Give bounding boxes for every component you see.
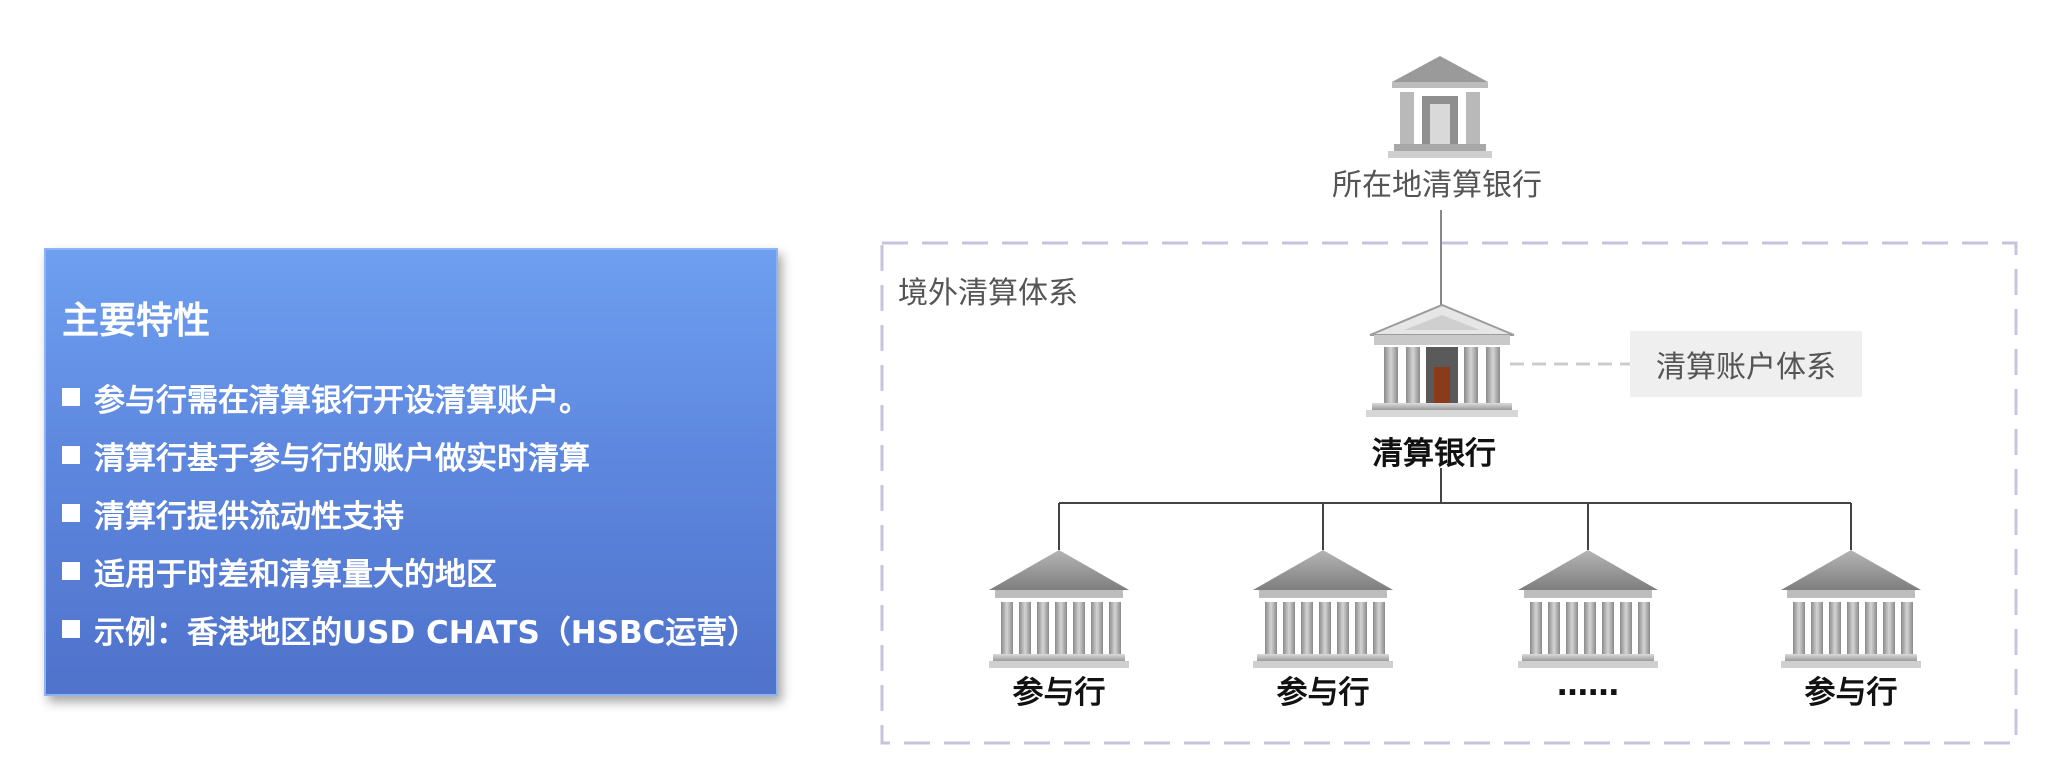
participant-bank-icon bbox=[1781, 550, 1921, 668]
offshore-clearing-system-label: 境外清算体系 bbox=[898, 276, 1078, 311]
square-bullet-icon bbox=[62, 388, 80, 406]
participant-bank-icon bbox=[989, 550, 1129, 668]
local-bank-icon bbox=[1388, 56, 1492, 158]
local-clearing-bank-label: 所在地清算银行 bbox=[1332, 168, 1542, 203]
feature-item: 适用于时差和清算量大的地区 bbox=[62, 542, 758, 600]
participant-label: 参与行 bbox=[1276, 675, 1370, 711]
features-panel: 主要特性 参与行需在清算银行开设清算账户。 清算行基于参与行的账户做实时清算 清… bbox=[44, 248, 778, 696]
square-bullet-icon bbox=[62, 620, 80, 638]
feature-text: 示例：香港地区的USD CHATS（HSBC运营） bbox=[94, 614, 759, 651]
square-bullet-icon bbox=[62, 446, 80, 464]
participant-ellipsis-label: …… bbox=[1557, 667, 1619, 703]
feature-text: 适用于时差和清算量大的地区 bbox=[94, 556, 497, 593]
clearing-bank-label: 清算银行 bbox=[1372, 436, 1496, 472]
feature-item: 参与行需在清算银行开设清算账户。 bbox=[62, 368, 758, 426]
square-bullet-icon bbox=[62, 562, 80, 580]
participant-label: 参与行 bbox=[1804, 675, 1898, 711]
participant-bank-icon bbox=[1253, 550, 1393, 668]
region-border bbox=[880, 241, 2018, 745]
clearing-account-system-box: 清算账户体系 bbox=[1630, 331, 1862, 397]
feature-item: 清算行基于参与行的账户做实时清算 bbox=[62, 426, 758, 484]
feature-list: 参与行需在清算银行开设清算账户。 清算行基于参与行的账户做实时清算 清算行提供流… bbox=[62, 368, 758, 658]
feature-text: 参与行需在清算银行开设清算账户。 bbox=[94, 382, 590, 419]
feature-text: 清算行基于参与行的账户做实时清算 bbox=[94, 440, 590, 477]
participant-bank-icon bbox=[1518, 550, 1658, 668]
feature-item: 清算行提供流动性支持 bbox=[62, 484, 758, 542]
panel-title: 主要特性 bbox=[62, 299, 210, 342]
participant-label: 参与行 bbox=[1012, 675, 1106, 711]
feature-item: 示例：香港地区的USD CHATS（HSBC运营） bbox=[62, 600, 758, 658]
square-bullet-icon bbox=[62, 504, 80, 522]
clearing-bank-icon bbox=[1366, 303, 1518, 417]
feature-text: 清算行提供流动性支持 bbox=[94, 498, 404, 535]
